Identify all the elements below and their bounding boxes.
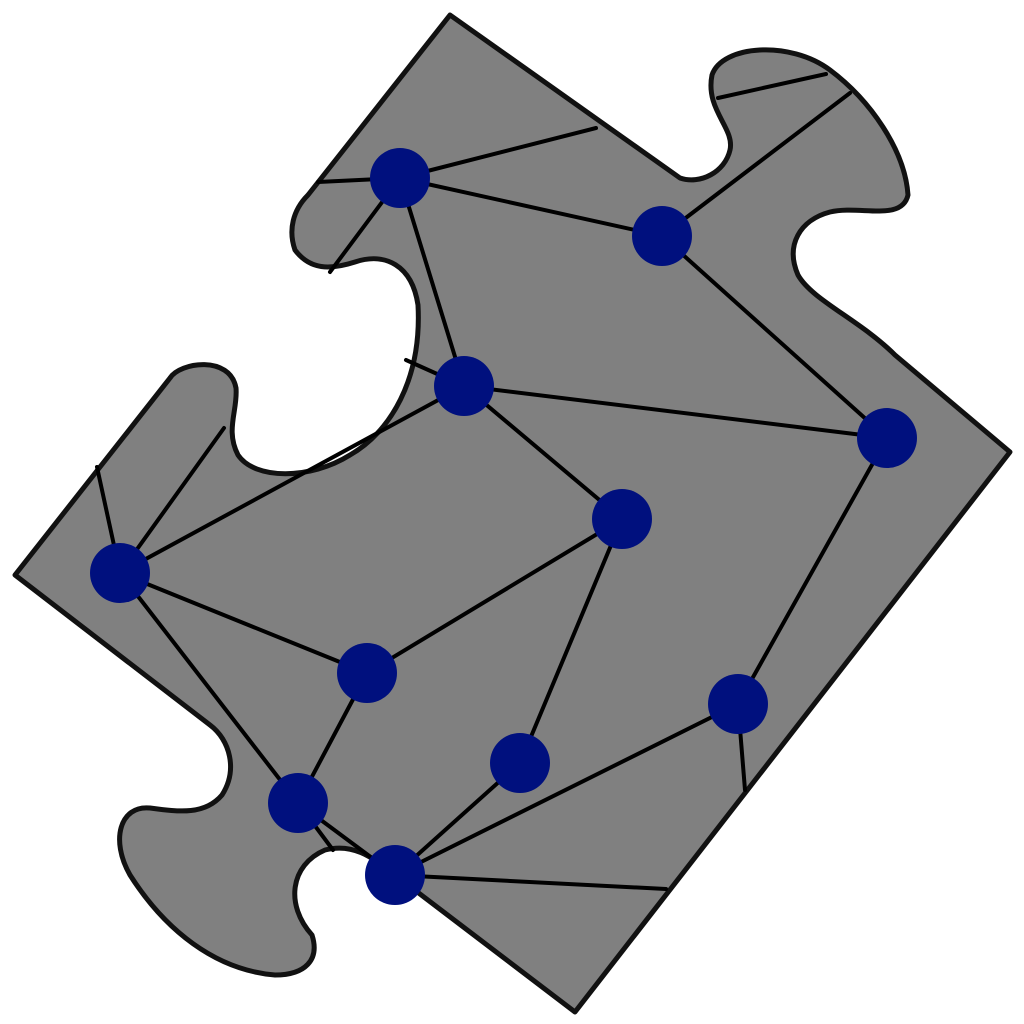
node-n4 [857, 408, 917, 468]
edge-n4-n8 [736, 436, 889, 706]
edge-n1-n3 [398, 176, 466, 388]
node-n5 [592, 489, 652, 549]
edge-n2-n4 [660, 234, 889, 440]
puzzle-piece-shape [12, 12, 1013, 1015]
node-n9 [490, 733, 550, 793]
boundary-edge-n1-2 [398, 126, 598, 180]
node-n1 [370, 148, 430, 208]
edge-n6-n7 [118, 571, 369, 675]
edge-n3-n4 [462, 384, 889, 440]
boundary-chord-1 [716, 72, 828, 100]
node-n8 [708, 674, 768, 734]
boundary-edge-n11-10 [393, 873, 668, 891]
node-n10 [268, 773, 328, 833]
nodes-layer [90, 148, 917, 905]
edge-n3-n5 [462, 384, 624, 521]
edge-n5-n7 [365, 517, 624, 675]
node-n3 [434, 356, 494, 416]
node-n11 [365, 845, 425, 905]
edge-n3-n6 [118, 384, 466, 575]
node-n6 [90, 543, 150, 603]
edge-n8-n11 [393, 702, 740, 877]
edge-n1-n2 [398, 176, 664, 238]
node-n2 [632, 206, 692, 266]
boundary-edge-n2-4 [660, 91, 852, 238]
node-n7 [337, 643, 397, 703]
edge-n5-n9 [518, 517, 624, 765]
edge-n6-n10 [118, 571, 300, 805]
